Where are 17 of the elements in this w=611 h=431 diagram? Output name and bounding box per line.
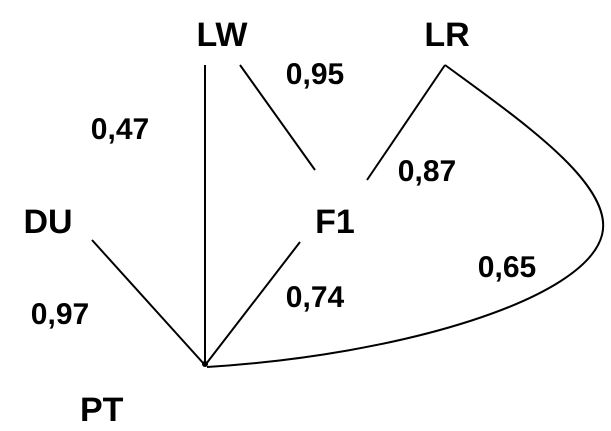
connector-line [91,239,205,365]
node-label: LR [424,18,470,52]
connector-line [366,64,446,181]
node-label: F1 [315,205,355,239]
node-label: DU [23,205,73,239]
edge-label: 0,97 [30,300,90,330]
edge-label: 0,65 [478,253,536,283]
edge-label: 0,87 [398,157,456,187]
connector-line [205,241,301,365]
connector-line [204,65,206,364]
connector-line [206,64,604,368]
edge-label: 0,47 [90,115,150,145]
edge-label: 0,74 [286,283,344,313]
edge-label: 0,95 [286,60,344,90]
node-label: LW [196,18,248,52]
connector-line [239,64,316,171]
node-label: PT [80,393,124,427]
